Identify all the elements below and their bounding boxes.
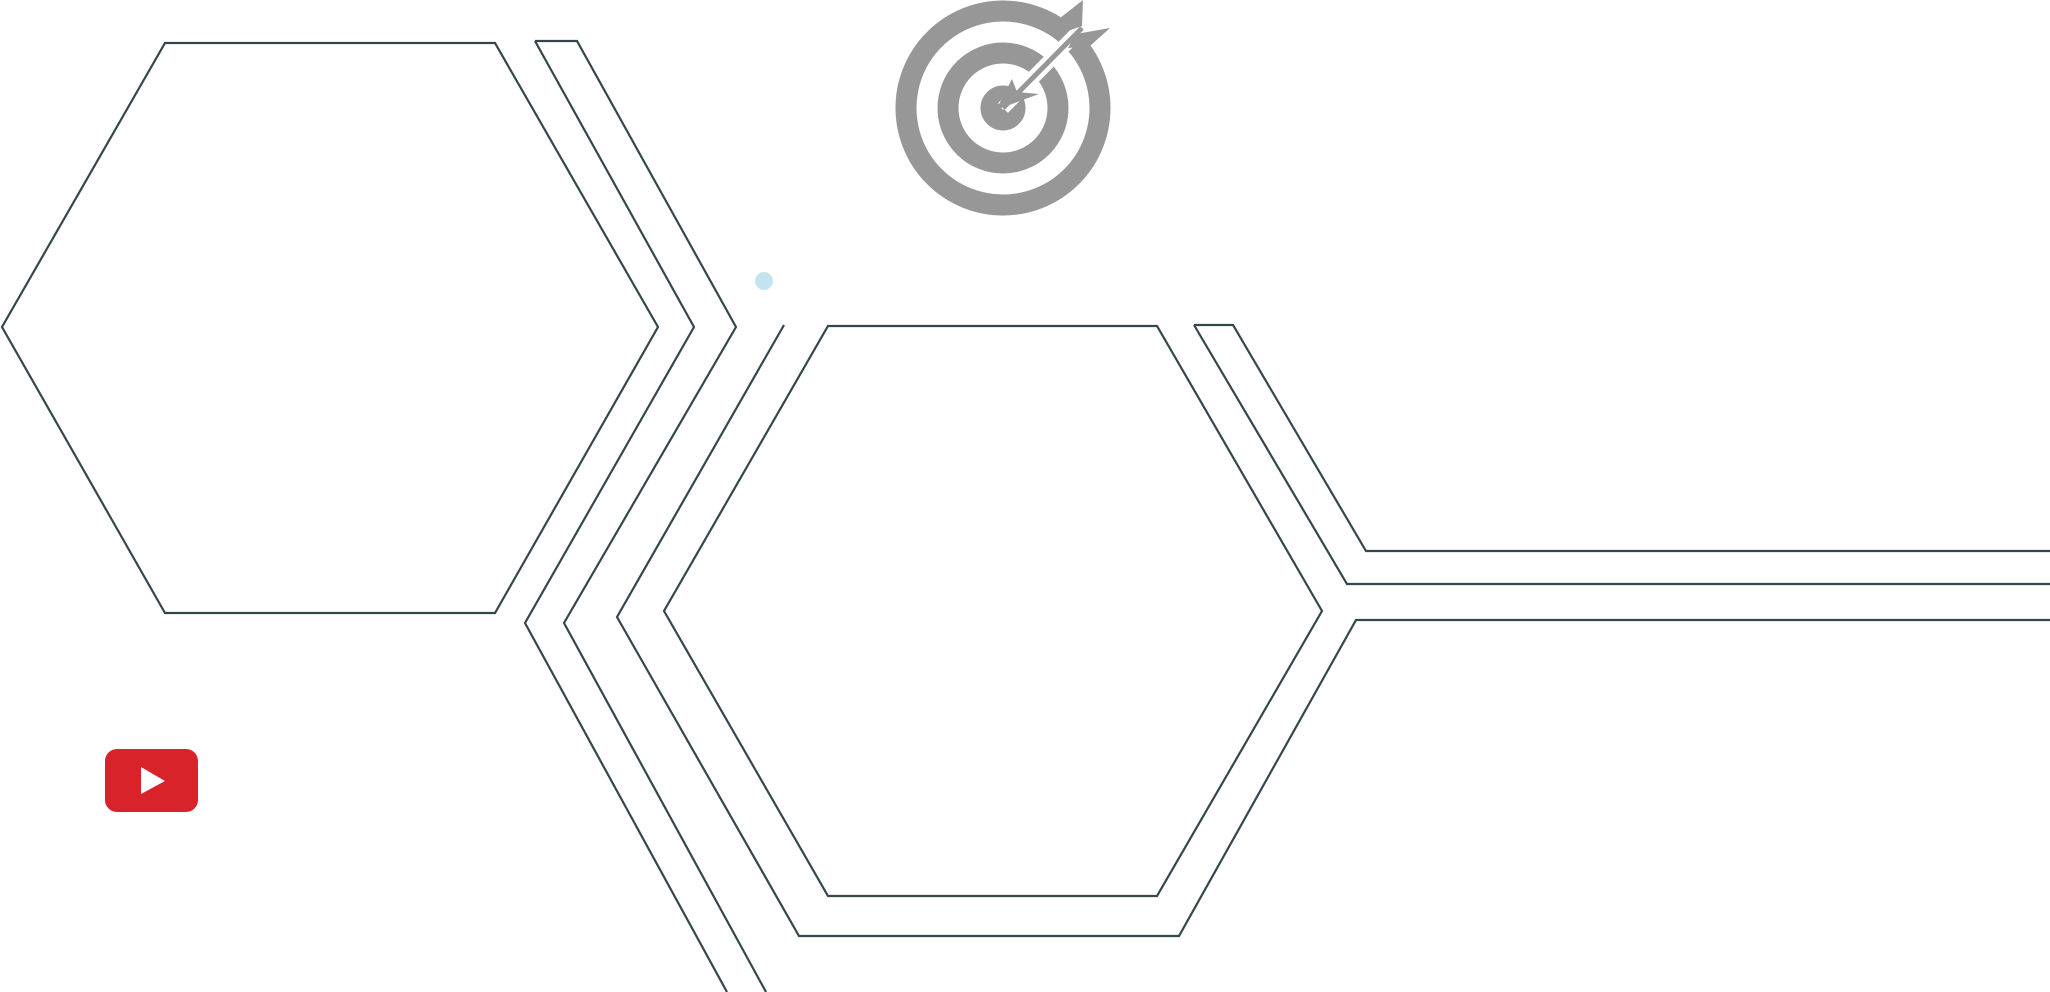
left-chevron-band-inner xyxy=(523,40,728,992)
hexagon-left xyxy=(0,41,660,615)
center-right-band-inner xyxy=(1194,323,2050,553)
dot-marker xyxy=(755,272,773,290)
play-triangle-icon xyxy=(141,767,165,794)
youtube-play-button[interactable] xyxy=(105,749,198,812)
center-left-band xyxy=(615,324,2050,938)
hexagon-center xyxy=(662,324,1324,898)
center-right-band-outer xyxy=(1193,324,2050,586)
left-chevron-band-outer xyxy=(535,39,767,992)
target-arrow-icon xyxy=(895,0,1111,216)
